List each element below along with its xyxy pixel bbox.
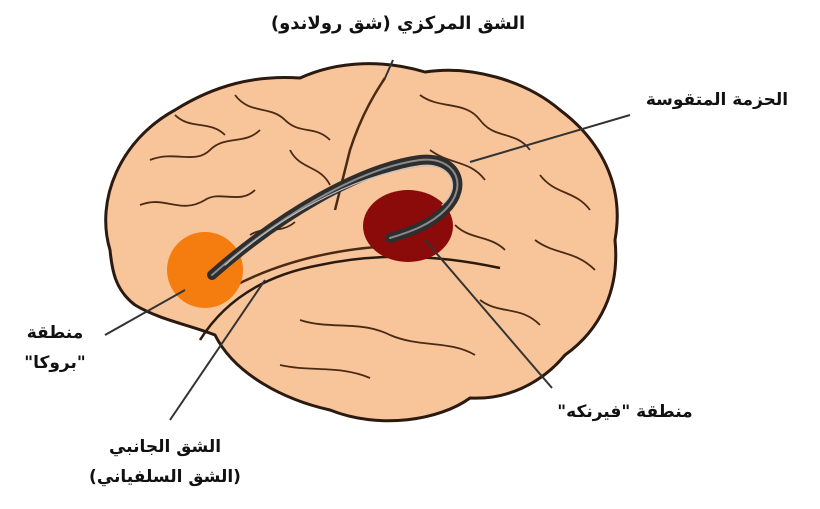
lateral-sulcus-label: الشق الجانبي (الشق السلفياني): [70, 432, 260, 492]
central-sulcus-text: الشق المركزي (شق رولاندو): [271, 13, 525, 34]
wernicke-text: منطقة "فيرنكه": [557, 402, 692, 422]
central-sulcus-label: الشق المركزي (شق رولاندو): [248, 12, 548, 36]
broca-line1: منطقة: [0, 318, 110, 348]
arcuate-fasciculus-label: الحزمة المتقوسة: [622, 88, 812, 112]
wernicke-area-region: [363, 190, 453, 262]
broca-line2: "بروكا": [0, 348, 110, 378]
broca-area-region: [167, 232, 243, 308]
lateral-sulcus-line1: الشق الجانبي: [70, 432, 260, 462]
broca-area-label: منطقة "بروكا": [0, 318, 110, 378]
arcuate-fasciculus-text: الحزمة المتقوسة: [646, 90, 788, 110]
wernicke-area-label: منطقة "فيرنكه": [530, 400, 720, 424]
lateral-sulcus-line2: (الشق السلفياني): [70, 462, 260, 492]
